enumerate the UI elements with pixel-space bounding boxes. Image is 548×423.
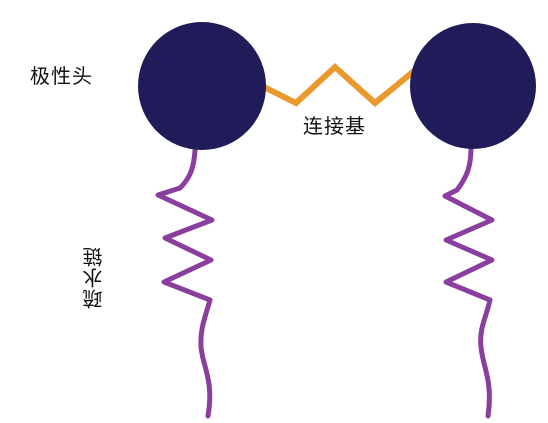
right-hydrophobic-tail — [445, 148, 492, 416]
linker-chain — [260, 67, 414, 103]
right-polar-head — [410, 23, 536, 149]
polar-head-label: 极性头 — [30, 66, 93, 86]
hydrophobic-chain-label: 疏水链 — [84, 246, 104, 309]
linker-label: 连接基 — [303, 116, 366, 136]
left-hydrophobic-tail — [158, 150, 212, 416]
left-polar-head — [138, 22, 266, 150]
